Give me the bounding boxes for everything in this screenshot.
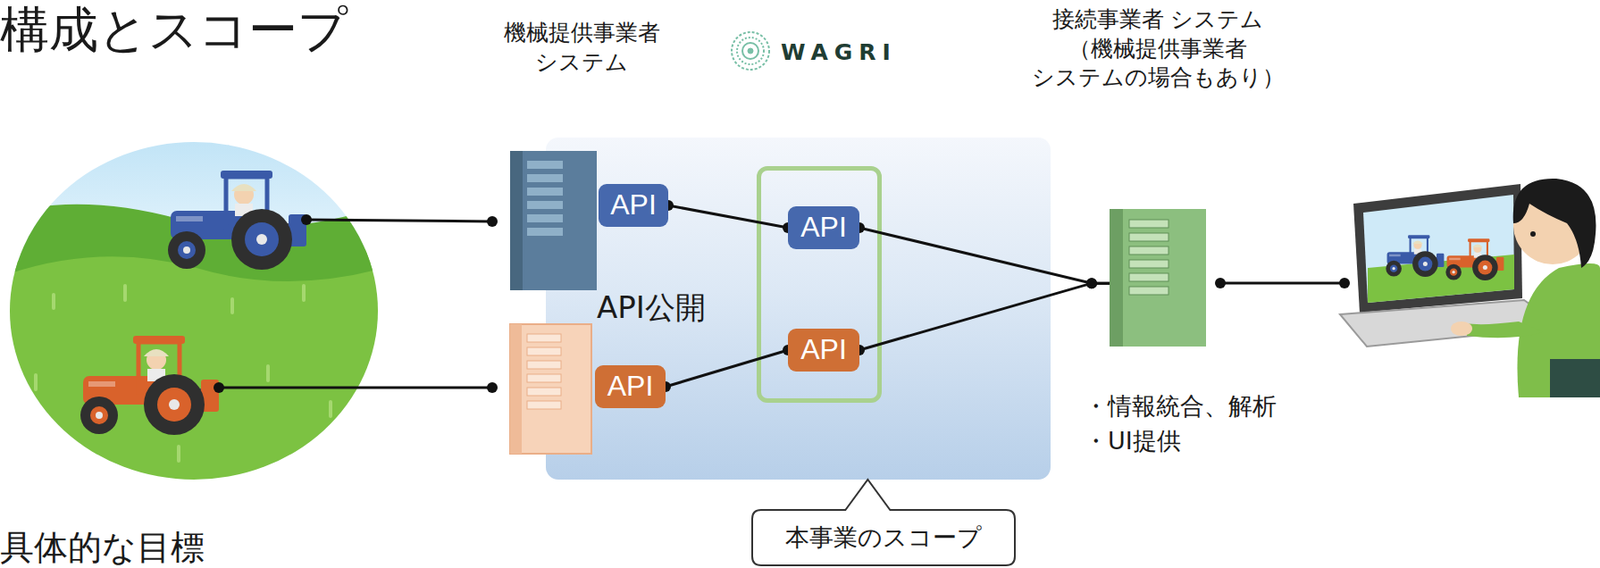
server-icon <box>1109 209 1207 347</box>
section-heading: 具体的な目標 <box>0 530 205 565</box>
api-label: API <box>607 368 654 406</box>
function-note: ・情報統合、解析 <box>1083 390 1277 422</box>
connector-server: 接続事業者 システム （機械提供事業者 システムの場合もあり）・情報統合、解析・… <box>1109 209 1207 347</box>
api-box: API <box>598 184 669 227</box>
callout-text: 本事業のスコープ <box>785 521 982 553</box>
api-label: API <box>800 209 847 247</box>
system-heading: 接続事業者 システム （機械提供事業者 システムの場合もあり） <box>1031 5 1285 93</box>
scope-callout: 本事業のスコープ <box>752 510 1015 566</box>
blue-server <box>510 150 597 291</box>
api-label: API <box>610 186 657 225</box>
orange-tractor <box>80 335 219 436</box>
meadow <box>0 134 385 492</box>
function-note: ・UI提供 <box>1083 425 1182 457</box>
api-box: API <box>594 365 666 409</box>
api-box: API <box>787 206 860 250</box>
system-label: 機械提供事業者 システム <box>503 17 661 77</box>
connection-dot <box>1086 277 1098 289</box>
api-label: API <box>800 331 847 369</box>
wagri-box: WAGRIAPIAPI <box>756 166 882 403</box>
laptop-user <box>1340 178 1600 398</box>
blue-tractor <box>167 170 307 270</box>
platform-name: WAGRI <box>780 38 897 68</box>
connection-dot <box>1086 277 1098 289</box>
wagri-logo <box>731 32 770 70</box>
scope-region: API公開APIAPIWAGRIAPIAPI <box>545 137 1051 480</box>
page-title: 構成とスコープ <box>0 0 348 59</box>
api-box: API <box>787 328 860 372</box>
orange-server <box>510 324 592 454</box>
region-label: API公開 <box>596 287 706 327</box>
